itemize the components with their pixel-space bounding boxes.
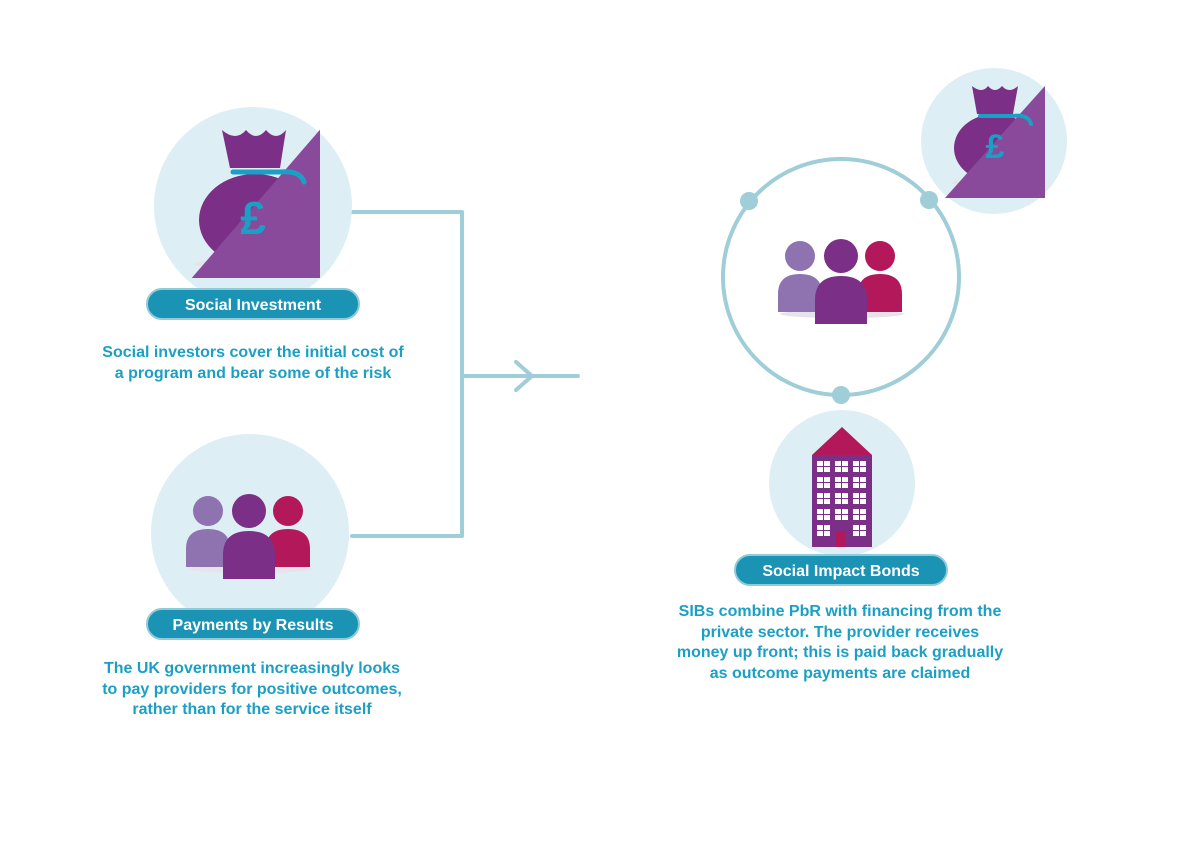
money-bag-pound-icon: £: [191, 129, 320, 278]
people-group-icon: [778, 239, 904, 324]
payments-by-results-node: [151, 434, 349, 632]
payments-by-results-label: Payments by Results: [146, 608, 360, 640]
social-investment-description: Social investors cover the initial cost …: [102, 344, 404, 382]
social-impact-bonds-description: SIBs combine PbR with financing from the…: [676, 603, 1004, 682]
ring-node-dot: [832, 386, 850, 404]
pound-symbol: £: [240, 192, 266, 244]
social-investment-label: Social Investment: [146, 288, 360, 320]
people-group-icon: [186, 494, 312, 579]
connector-lines: [350, 210, 580, 538]
social-impact-bonds-label: Social Impact Bonds: [734, 554, 948, 586]
ring-node-dot: [920, 191, 938, 209]
pound-symbol: £: [986, 128, 1005, 166]
money-bag-pound-icon: £: [945, 85, 1045, 198]
building-icon: [812, 427, 872, 547]
payments-by-results-description: The UK government increasingly looks to …: [102, 660, 402, 718]
ring-node-dot: [740, 192, 758, 210]
social-impact-bonds-node: £: [721, 68, 1067, 556]
social-investment-node: £: [154, 107, 352, 305]
